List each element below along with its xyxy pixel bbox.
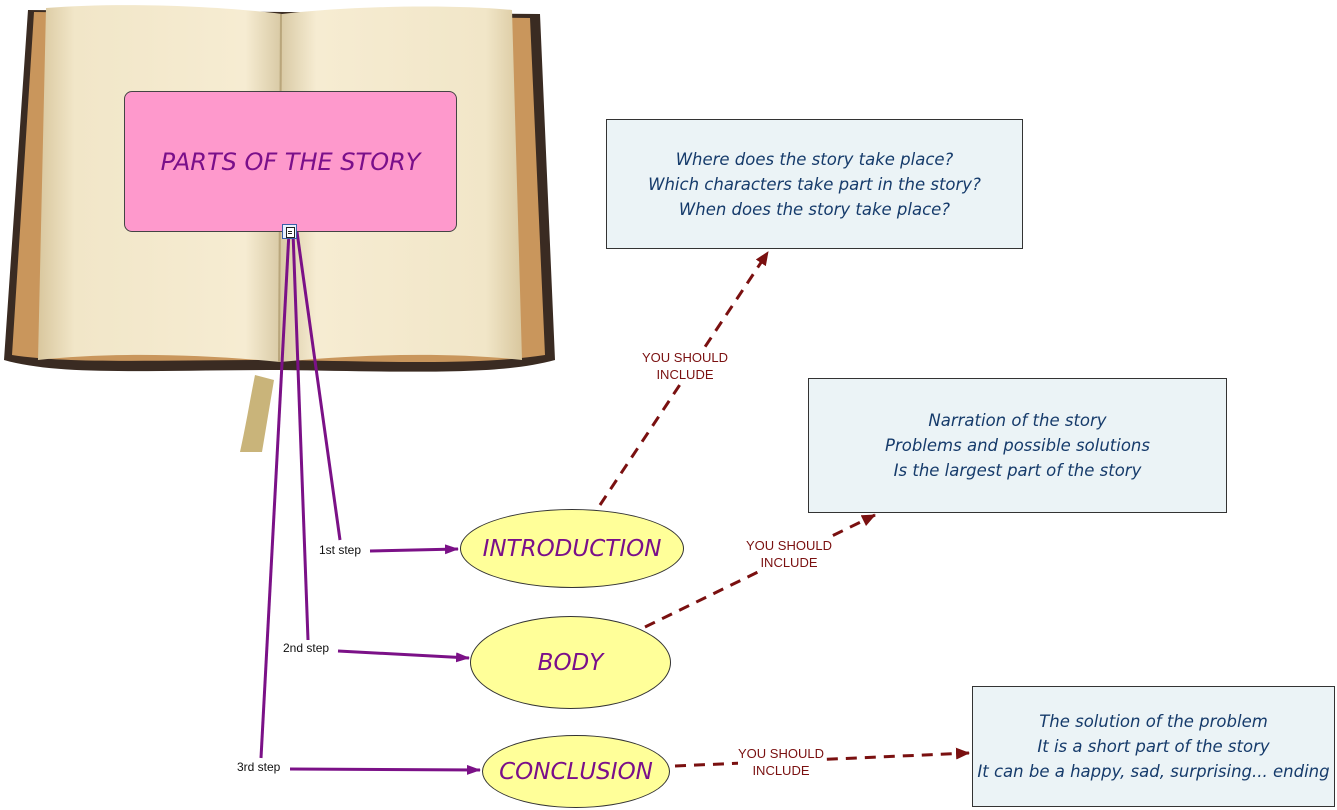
detail-box-introduction[interactable]: Where does the story take place? Which c… bbox=[606, 119, 1023, 249]
include-label-line1: YOU SHOULD bbox=[738, 746, 824, 761]
detail-line: The solution of the problem bbox=[1039, 712, 1268, 731]
include-label-line2: INCLUDE bbox=[752, 763, 810, 778]
include-label-line2: INCLUDE bbox=[656, 367, 714, 382]
include-label-2: YOU SHOULD INCLUDE bbox=[746, 537, 832, 571]
node-conclusion[interactable]: CONCLUSION bbox=[482, 735, 670, 808]
root-concept-title: PARTS OF THE STORY bbox=[160, 147, 421, 176]
step-label-3: 3rd step bbox=[236, 760, 282, 774]
include-arrow-1 bbox=[598, 251, 770, 506]
step-links bbox=[259, 231, 481, 775]
detail-line: Which characters take part in the story? bbox=[648, 174, 981, 194]
detail-line: Where does the story take place? bbox=[675, 149, 954, 169]
node-body[interactable]: BODY bbox=[470, 616, 671, 709]
include-arrow-2 bbox=[644, 513, 876, 629]
root-concept-box[interactable]: PARTS OF THE STORY bbox=[124, 91, 457, 232]
node-introduction[interactable]: INTRODUCTION bbox=[460, 509, 684, 588]
node-introduction-label: INTRODUCTION bbox=[482, 535, 662, 562]
step-arrow-3 bbox=[289, 764, 481, 775]
detail-box-body[interactable]: Narration of the story Problems and poss… bbox=[808, 378, 1227, 513]
node-body-label: BODY bbox=[537, 649, 604, 676]
detail-line: It can be a happy, sad, surprising... en… bbox=[977, 762, 1330, 781]
detail-line: Problems and possible solutions bbox=[885, 436, 1150, 455]
step-label-1: 1st step bbox=[318, 543, 363, 557]
include-links bbox=[598, 251, 970, 768]
include-label-3: YOU SHOULD INCLUDE bbox=[738, 745, 824, 779]
detail-line: Narration of the story bbox=[928, 411, 1107, 430]
document-icon[interactable] bbox=[282, 224, 297, 239]
include-label-1: YOU SHOULD INCLUDE bbox=[642, 349, 728, 383]
detail-line: It is a short part of the story bbox=[1037, 737, 1270, 756]
step-label-2: 2nd step bbox=[282, 641, 331, 655]
detail-line: When does the story take place? bbox=[678, 199, 951, 219]
include-label-line1: YOU SHOULD bbox=[642, 350, 728, 365]
step-link-2 bbox=[291, 231, 310, 641]
node-conclusion-label: CONCLUSION bbox=[499, 758, 653, 785]
detail-line: Is the largest part of the story bbox=[893, 461, 1142, 480]
step-link-1 bbox=[295, 231, 342, 541]
step-arrow-1 bbox=[369, 544, 459, 555]
step-arrow-2 bbox=[337, 649, 470, 663]
detail-box-conclusion[interactable]: The solution of the problem It is a shor… bbox=[972, 686, 1335, 807]
step-link-3 bbox=[259, 231, 291, 759]
include-label-line1: YOU SHOULD bbox=[746, 538, 832, 553]
include-label-line2: INCLUDE bbox=[760, 555, 818, 570]
